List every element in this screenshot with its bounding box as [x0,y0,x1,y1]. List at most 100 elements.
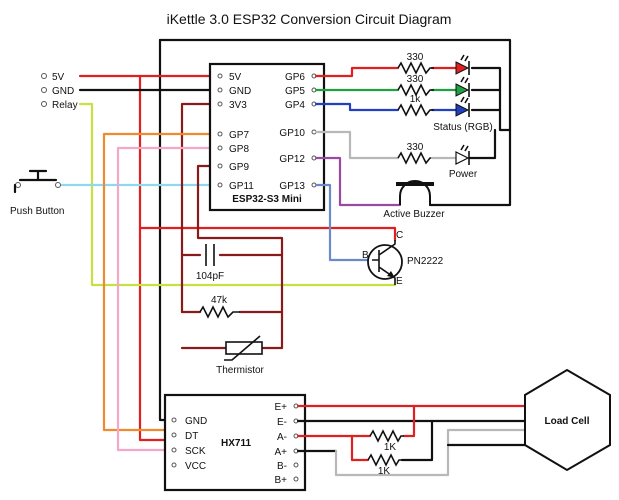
pin-label-gp10: GP10 [279,128,305,139]
buzzer-icon [396,180,434,205]
hx711-label-sck: SCK [185,446,206,457]
hx711-pin-gnd[interactable] [171,417,177,423]
resistor-power [397,151,434,165]
resistor-green [397,83,434,97]
hx711-pin-vcc[interactable] [171,462,177,468]
resistor-power-value: 330 [407,142,424,153]
wire-gp4-blue [314,102,400,112]
pin-label-gp8: GP8 [229,144,249,155]
resistor-bridge-1-value: 1K [384,442,397,453]
thermistor-icon [224,335,263,361]
wire-gp13-base [314,183,374,262]
push-button-switch[interactable] [15,169,61,188]
hx711-left-pins: GND DT SCK VCC [171,416,207,472]
pin-gp9[interactable] [217,163,223,169]
hx711-pin-b-plus[interactable] [293,476,299,482]
pin-gp11[interactable] [217,182,223,188]
input-5v-terminal[interactable] [41,73,47,79]
resistor-bridge-1 [369,429,404,443]
resistor-blue-value: 1k [410,94,422,105]
capacitor-icon [205,244,215,266]
input-header: 5V GND Relay [41,72,78,111]
hx711-pin-dt[interactable] [171,432,177,438]
input-gnd-terminal[interactable] [41,87,47,93]
power-led-ground [468,128,497,160]
pin-gnd[interactable] [217,87,223,93]
hx711-label-e-minus: E- [277,417,287,428]
pin-label-5v: 5V [229,72,242,83]
input-gnd-label: GND [52,86,74,97]
esp32-left-pins: 5V GND 3V3 GP7 GP8 GP9 GP11 [217,72,254,192]
collector-label: C [396,230,403,241]
wire-gp10-power-led [314,130,400,160]
pin-gp7[interactable] [217,131,223,137]
pin-label-gp13: GP13 [279,181,305,192]
status-led-label: Status (RGB) [433,122,492,133]
hx711-label-b-plus: B+ [274,475,287,486]
buzzer-ground [428,128,512,207]
load-cell-label: Load Cell [544,416,589,427]
resistor-bridge-2-value: 1K [378,466,391,477]
hx711-label-a-plus: A+ [274,447,287,458]
pn2222-transistor [367,240,403,285]
pin-label-3v3: 3V3 [229,100,247,111]
wire-a-minus [296,404,416,462]
resistor-red-value: 330 [407,52,424,63]
wire-gp8-sck [116,146,220,452]
led-red-icon [455,61,470,75]
input-5v-label: 5V [52,72,65,83]
pin-label-gp7: GP7 [229,130,249,141]
gnd-frame-top [158,38,512,132]
pin-label-gnd: GND [229,86,251,97]
esp32-name: ESP32-S3 Mini [232,194,302,205]
pin-3v3[interactable] [217,101,223,107]
hx711-label-gnd: GND [185,416,207,427]
hx711-pin-b-minus[interactable] [293,462,299,468]
push-button-label: Push Button [10,206,64,217]
esp32-right-pins: GP6 GP5 GP4 GP10 GP12 GP13 [279,72,317,192]
wire-bridge-ground [400,419,434,462]
resistor-red [397,61,434,75]
transistor-label: PN2222 [407,256,444,267]
led-common-ground [470,66,512,132]
pin-label-gp12: GP12 [279,154,305,165]
pin-gp8[interactable] [217,145,223,151]
pin-5v[interactable] [217,73,223,79]
pin-label-gp9: GP9 [229,162,249,173]
led-blue-icon [455,103,470,117]
load-cell-icon [524,368,611,472]
led-green-icon [455,83,470,97]
hx711-right-pins: E+ E- A- A+ B- B+ [274,402,299,486]
wire-5v-to-hx711-vcc [138,74,174,442]
emitter-label: E [396,276,403,287]
wire-gp6-red [314,66,400,78]
pin-label-gp5: GP5 [285,86,305,97]
esp32-board [208,62,326,212]
capacitor-value: 104pF [196,271,224,282]
hx711-pin-sck[interactable] [171,447,177,453]
input-relay-label: Relay [52,100,78,111]
wire-gp12-buzzer [314,156,402,207]
hx711-name: HX711 [221,438,251,449]
pin-label-gp11: GP11 [229,181,254,192]
wire-signal [334,428,527,477]
input-relay-terminal[interactable] [41,101,47,107]
resistor-bridge-2 [367,453,402,467]
resistor-pullup-value: 47k [211,295,228,306]
diagram-title: iKettle 3.0 ESP32 Conversion Circuit Dia… [167,11,452,27]
resistor-blue [397,103,434,117]
wire-gp9-thermistor [196,164,284,350]
thermistor-label: Thermistor [216,365,264,376]
hx711-label-b-minus: B- [277,461,287,472]
resistor-pullup [199,305,240,319]
hx711-board [163,393,307,492]
rgb-led [455,54,470,117]
buzzer-label: Active Buzzer [383,209,445,220]
wire-5v-to-collector [138,226,397,242]
wire-3v3 [180,102,220,314]
hx711-label-vcc: VCC [185,461,206,472]
wire-relay-to-emitter [78,102,397,287]
resistor-green-value: 330 [407,74,424,85]
base-label: B [362,250,369,261]
